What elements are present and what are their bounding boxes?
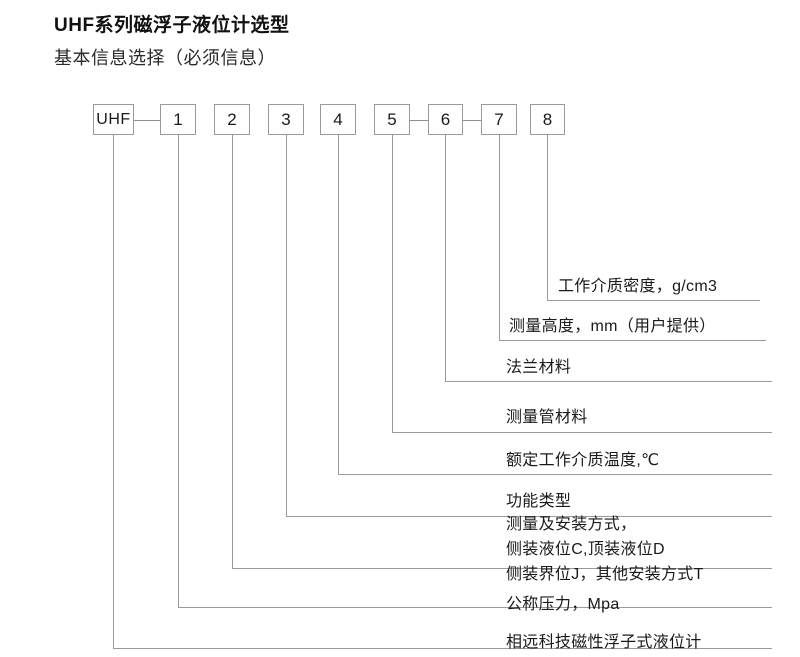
code-box-6: 6 bbox=[428, 104, 463, 135]
separator-dash-1 bbox=[410, 120, 428, 121]
connector-7 bbox=[499, 135, 500, 340]
label-height: 测量高度，mm（用户提供） bbox=[509, 318, 716, 335]
separator-dash-0 bbox=[134, 120, 160, 121]
code-box-2: 2 bbox=[214, 104, 250, 135]
label-install-method-line-1: 侧装液位C,顶装液位D bbox=[506, 541, 665, 558]
rule-function bbox=[286, 516, 772, 517]
label-product: 相远科技磁性浮子式液位计 bbox=[506, 634, 702, 651]
label-install-method-line-0: 测量及安装方式， bbox=[506, 516, 637, 533]
connector-3 bbox=[286, 135, 287, 516]
code-box-3: 3 bbox=[268, 104, 304, 135]
rule-pressure bbox=[178, 607, 772, 608]
label-install-method: 测量及安装方式， 侧装液位C,顶装液位D 侧装界位J，其他安装方式T bbox=[506, 512, 704, 587]
code-box-uhf: UHF bbox=[93, 104, 134, 135]
rule-install bbox=[232, 568, 772, 569]
rule-tube bbox=[392, 432, 772, 433]
label-temperature: 额定工作介质温度,℃ bbox=[506, 452, 660, 469]
connector-6 bbox=[445, 135, 446, 381]
label-function: 功能类型 bbox=[506, 493, 572, 510]
rule-flange bbox=[445, 381, 772, 382]
rule-density bbox=[547, 300, 760, 301]
code-box-5: 5 bbox=[374, 104, 410, 135]
connector-8 bbox=[547, 135, 548, 300]
page-title: UHF系列磁浮子液位计选型 bbox=[54, 15, 290, 36]
label-tube: 测量管材料 bbox=[506, 409, 588, 426]
connector-uhf bbox=[113, 135, 114, 648]
rule-height bbox=[499, 340, 766, 341]
code-box-8: 8 bbox=[530, 104, 565, 135]
code-box-7: 7 bbox=[481, 104, 517, 135]
label-flange: 法兰材料 bbox=[506, 359, 572, 376]
code-box-4: 4 bbox=[320, 104, 356, 135]
rule-temperature bbox=[338, 474, 772, 475]
label-pressure: 公称压力，Mpa bbox=[506, 596, 620, 613]
code-box-1: 1 bbox=[160, 104, 196, 135]
separator-dash-2 bbox=[463, 120, 481, 121]
connector-5 bbox=[392, 135, 393, 432]
connector-2 bbox=[232, 135, 233, 568]
rule-product bbox=[113, 648, 772, 649]
label-install-method-line-2: 侧装界位J，其他安装方式T bbox=[506, 566, 704, 583]
connector-4 bbox=[338, 135, 339, 474]
connector-1 bbox=[178, 135, 179, 607]
label-density: 工作介质密度，g/cm3 bbox=[558, 278, 718, 295]
page-subtitle: 基本信息选择（必须信息） bbox=[54, 48, 276, 68]
